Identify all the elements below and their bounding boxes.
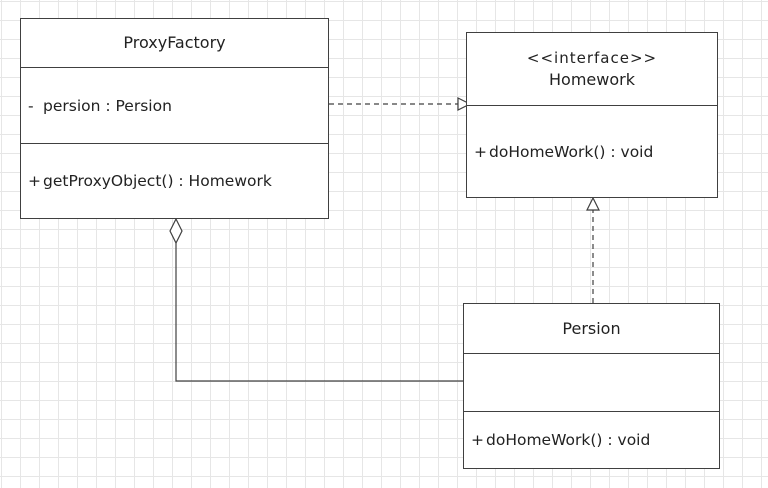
stereotype-label: <<interface>>	[526, 49, 658, 67]
aggregation-proxyfactory-persion[interactable]	[169, 217, 463, 382]
realization-persion-homework[interactable]	[586, 196, 600, 303]
class-name: ProxyFactory	[123, 33, 226, 52]
operation-row: + doHomeWork() : void	[474, 142, 717, 162]
class-name-compartment: Persion	[464, 304, 719, 353]
operation-row: + doHomeWork() : void	[471, 430, 719, 450]
interface-name: Homework	[549, 70, 635, 89]
hollow-triangle-arrowhead	[586, 196, 600, 211]
attributes-compartment	[464, 353, 719, 411]
class-name: Persion	[562, 318, 621, 338]
operation-text: getProxyObject() : Homework	[43, 172, 272, 190]
operation-row: + getProxyObject() : Homework	[28, 171, 328, 191]
attributes-compartment: - persion : Persion	[21, 67, 328, 143]
class-proxy-factory[interactable]: ProxyFactory - persion : Persion + getPr…	[20, 18, 329, 219]
aggregation-line	[175, 243, 463, 382]
interface-homework[interactable]: <<interface>> Homework + doHomeWork() : …	[466, 32, 718, 198]
class-persion[interactable]: Persion + doHomeWork() : void	[463, 303, 720, 469]
attribute-text: persion : Persion	[43, 96, 172, 115]
operations-compartment: + getProxyObject() : Homework	[21, 143, 328, 218]
operations-compartment: + doHomeWork() : void	[467, 105, 717, 197]
realization-proxyfactory-homework[interactable]	[329, 97, 472, 111]
operation-text: doHomeWork() : void	[489, 142, 654, 161]
visibility-marker: +	[28, 172, 41, 190]
hollow-diamond-icon	[169, 217, 183, 245]
operations-compartment: + doHomeWork() : void	[464, 411, 719, 468]
hollow-triangle-arrowhead	[457, 97, 472, 111]
interface-name-compartment: <<interface>> Homework	[467, 33, 717, 105]
operation-text: doHomeWork() : void	[486, 431, 651, 449]
visibility-marker: -	[28, 96, 34, 115]
attribute-row: - persion : Persion	[28, 96, 328, 116]
class-name-compartment: ProxyFactory	[21, 19, 328, 67]
visibility-marker: +	[471, 431, 484, 449]
visibility-marker: +	[474, 142, 487, 161]
